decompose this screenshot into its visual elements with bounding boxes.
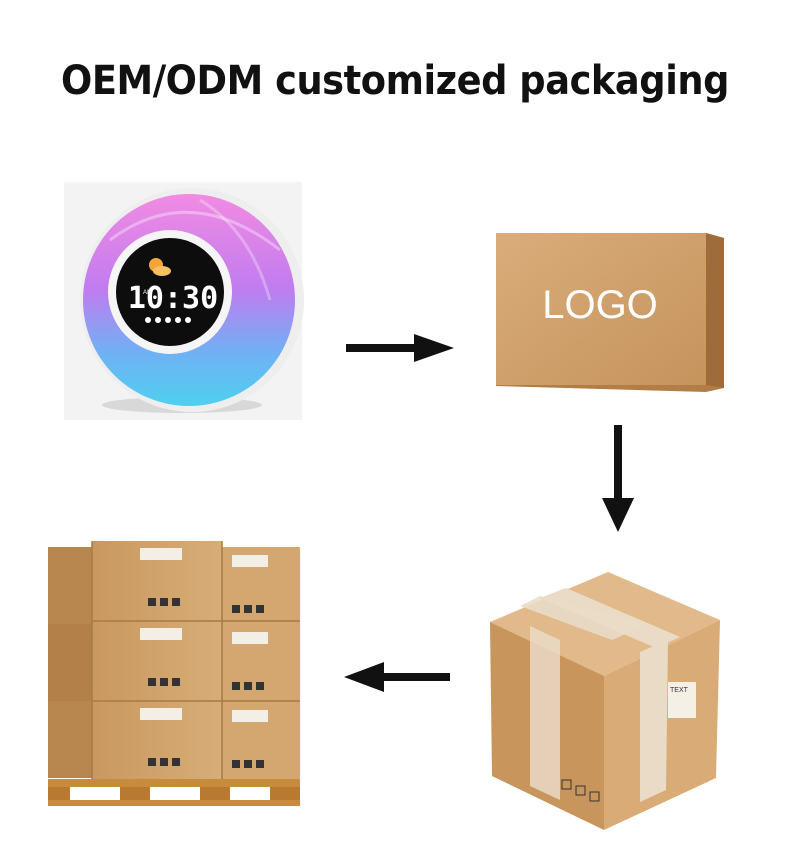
arrow-right-icon (346, 334, 454, 362)
clock-time: 10:30 (128, 281, 218, 316)
arrow-down-icon (602, 425, 634, 532)
box-logo: LOGO (542, 283, 658, 327)
product-box-image: LOGO (496, 233, 724, 392)
alarm-clock-image: AM 10:30 (64, 182, 304, 420)
carton-label: TEXT (670, 687, 689, 694)
pallet-image (48, 541, 300, 806)
shipping-carton-image: TEXT (490, 572, 720, 830)
arrow-left-icon (344, 662, 450, 692)
